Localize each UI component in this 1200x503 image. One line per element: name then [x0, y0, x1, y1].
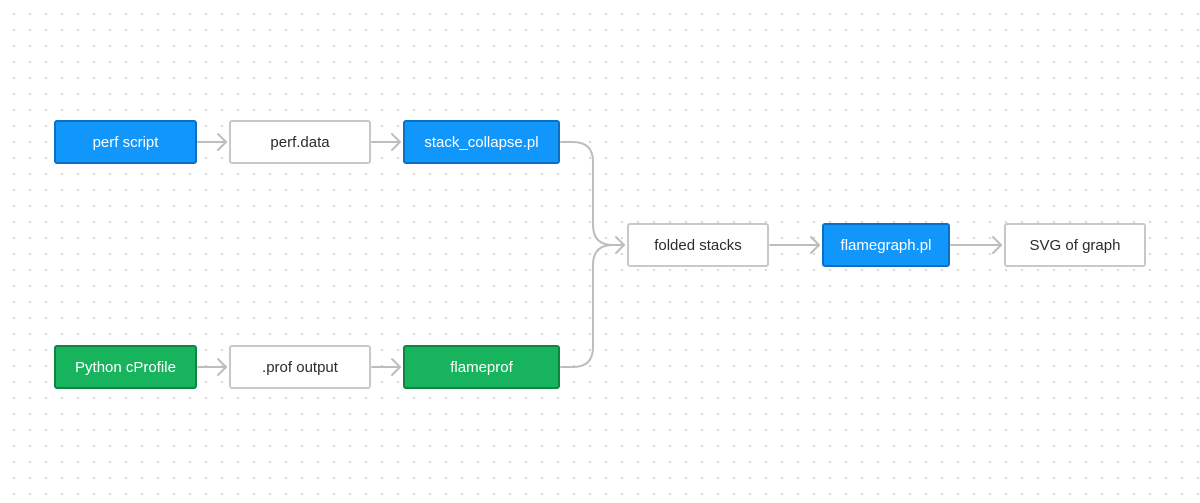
arrowhead: [615, 236, 625, 254]
node-label: stack_collapse.pl: [424, 133, 539, 151]
edge-stack-collapse-to-folded: [560, 141, 625, 246]
node-label: perf.data: [270, 133, 330, 151]
node-perf-data[interactable]: perf.data: [229, 120, 371, 164]
node-label: SVG of graph: [1029, 236, 1121, 254]
arrowhead: [217, 133, 227, 151]
arrowhead: [992, 236, 1002, 254]
node-stack-collapse[interactable]: stack_collapse.pl: [403, 120, 560, 164]
node-label: flameprof: [450, 358, 513, 376]
node-svg-of-graph[interactable]: SVG of graph: [1004, 223, 1146, 267]
node-label: perf script: [92, 133, 159, 151]
node-perf-script[interactable]: perf script: [54, 120, 197, 164]
arrowhead: [391, 133, 401, 151]
arrowhead: [391, 358, 401, 376]
arrowhead: [810, 236, 820, 254]
node-label: .prof output: [262, 358, 338, 376]
node-label: flamegraph.pl: [840, 236, 932, 254]
node-flameprof[interactable]: flameprof: [403, 345, 560, 389]
edge-flameprof-to-folded: [560, 244, 625, 368]
node-python-cprofile[interactable]: Python cProfile: [54, 345, 197, 389]
node-label: folded stacks: [654, 236, 742, 254]
node-folded-stacks[interactable]: folded stacks: [627, 223, 769, 267]
node-flamegraph[interactable]: flamegraph.pl: [822, 223, 950, 267]
node-prof-output[interactable]: .prof output: [229, 345, 371, 389]
arrowhead: [217, 358, 227, 376]
node-label: Python cProfile: [75, 358, 176, 376]
